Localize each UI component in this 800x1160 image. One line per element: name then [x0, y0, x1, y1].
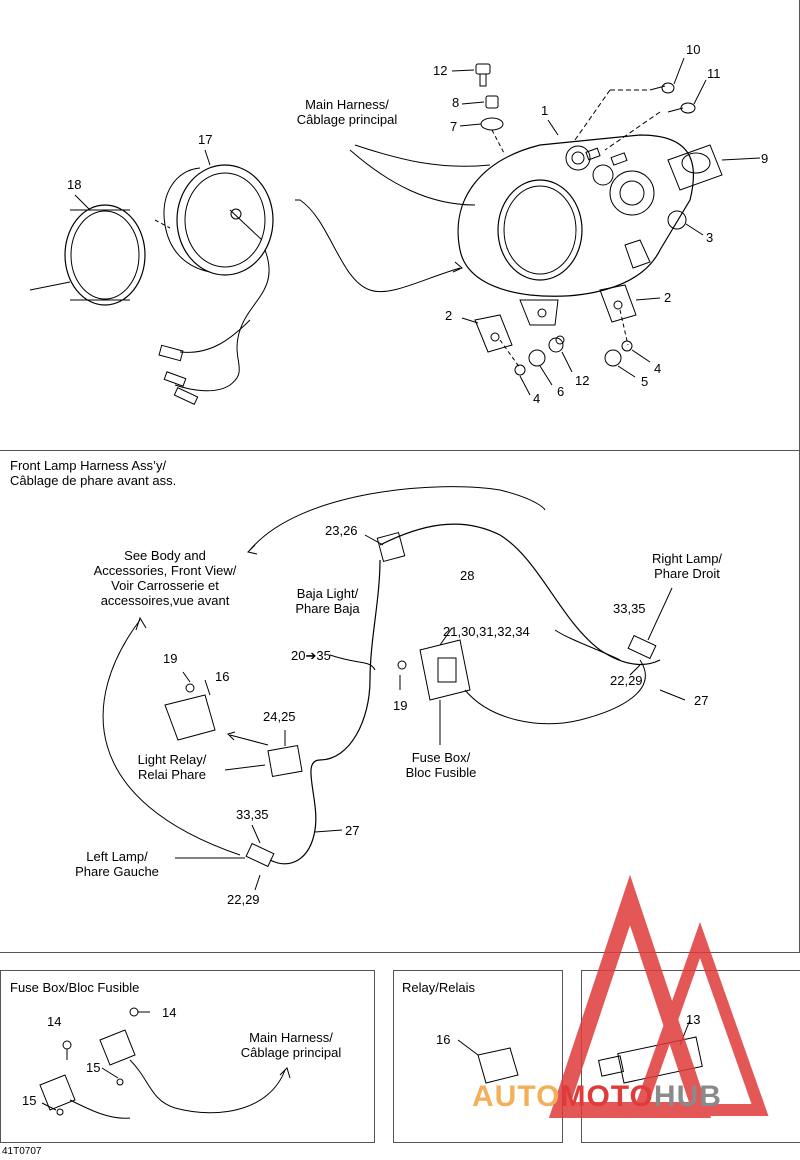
- callout-22-29a: 22,29: [610, 673, 643, 688]
- light-relay-label: Light Relay/ Relai Phare: [120, 752, 224, 782]
- left-lamp-label: Left Lamp/ Phare Gauche: [60, 849, 174, 879]
- callout-22-29b: 22,29: [227, 892, 260, 907]
- baja-light-label: Baja Light/ Phare Baja: [280, 586, 375, 616]
- callout-27b: 27: [345, 823, 360, 838]
- callout-18: 18: [67, 177, 82, 192]
- callout-7: 7: [450, 119, 458, 134]
- baja-line1: Baja Light/: [296, 586, 359, 601]
- see-body-note: See Body and Accessories, Front View/ Vo…: [82, 548, 248, 608]
- callout-6: 6: [557, 384, 565, 399]
- left-lamp-line1: Left Lamp/: [86, 849, 148, 864]
- main-harness-label: Main Harness/ Câblage principal: [278, 97, 416, 127]
- fuse-panel-main-harness-label: Main Harness/ Câblage principal: [222, 1030, 360, 1060]
- figure-code: 41T0707: [2, 1146, 42, 1157]
- callout-12b: 12: [575, 373, 590, 388]
- callout-2a: 2: [445, 308, 453, 323]
- front-lamp-title-line1: Front Lamp Harness Ass’y/: [10, 458, 167, 473]
- callout-16-relay: 16: [436, 1032, 451, 1047]
- fuse-main-harness-line2: Câblage principal: [240, 1045, 342, 1060]
- see-body-line2: Accessories, Front View/: [93, 563, 237, 578]
- callout-1: 1: [541, 103, 549, 118]
- relay-panel: [393, 970, 563, 1143]
- fuse-box-panel: [0, 970, 375, 1143]
- callout-15a: 15: [86, 1060, 101, 1075]
- light-relay-line1: Light Relay/: [137, 752, 207, 767]
- watermark-text: AUTOMOTOHUB: [472, 1080, 722, 1114]
- callout-9: 9: [761, 151, 769, 166]
- callout-27a: 27: [694, 693, 709, 708]
- callout-16: 16: [215, 669, 230, 684]
- right-lamp-line1: Right Lamp/: [651, 551, 723, 566]
- light-relay-line2: Relai Phare: [138, 767, 206, 782]
- fuse-box-panel-title: Fuse Box/Bloc Fusible: [10, 980, 140, 995]
- front-lamp-title-line2: Câblage de phare avant ass.: [10, 473, 177, 488]
- fuse-main-harness-line1: Main Harness/: [249, 1030, 333, 1045]
- callout-19a: 19: [163, 651, 178, 666]
- callout-13: 13: [686, 1012, 701, 1027]
- fuse-box-line1: Fuse Box/: [411, 750, 471, 765]
- left-lamp-line2: Phare Gauche: [75, 864, 159, 879]
- right-lamp-line2: Phare Droit: [654, 566, 720, 581]
- watermark-part2: MOTO: [560, 1080, 654, 1113]
- callout-4b: 4: [654, 361, 662, 376]
- callout-12a: 12: [433, 63, 448, 78]
- callout-10: 10: [686, 42, 701, 57]
- callout-24-25: 24,25: [263, 709, 296, 724]
- callout-11: 11: [707, 66, 721, 81]
- fuse-box-line2: Bloc Fusible: [405, 765, 477, 780]
- relay-panel-title: Relay/Relais: [402, 980, 475, 995]
- callout-14a: 14: [47, 1014, 62, 1029]
- callout-8: 8: [452, 95, 460, 110]
- callout-21-34: 21,30,31,32,34: [443, 624, 530, 639]
- callout-5: 5: [641, 374, 649, 389]
- see-body-line4: accessoires,vue avant: [100, 593, 230, 608]
- baja-line2: Phare Baja: [295, 601, 360, 616]
- see-body-line3: Voir Carrosserie et: [111, 578, 219, 593]
- front-lamp-harness-title: Front Lamp Harness Ass’y/ Câblage de pha…: [10, 458, 176, 488]
- callout-3: 3: [706, 230, 714, 245]
- watermark-logo: [548, 874, 769, 1118]
- callout-33-35a: 33,35: [613, 601, 646, 616]
- callout-17: 17: [198, 132, 213, 147]
- callout-2b: 2: [664, 290, 672, 305]
- callout-28: 28: [460, 568, 475, 583]
- main-harness-line1: Main Harness/: [305, 97, 389, 112]
- callout-23-26: 23,26: [325, 523, 358, 538]
- callout-33-35b: 33,35: [236, 807, 269, 822]
- callout-19b: 19: [393, 698, 408, 713]
- callout-20-35: 20➔35: [291, 648, 331, 663]
- callout-4a: 4: [533, 391, 541, 406]
- see-body-line1: See Body and: [124, 548, 206, 563]
- watermark-part3: HUB: [653, 1080, 722, 1113]
- watermark-part1: AUTO: [472, 1080, 561, 1113]
- fuse-box-label: Fuse Box/ Bloc Fusible: [388, 750, 494, 780]
- callout-15b: 15: [22, 1093, 37, 1108]
- main-harness-line2: Câblage principal: [296, 112, 398, 127]
- callout-14b: 14: [162, 1005, 177, 1020]
- right-lamp-label: Right Lamp/ Phare Droit: [632, 551, 742, 581]
